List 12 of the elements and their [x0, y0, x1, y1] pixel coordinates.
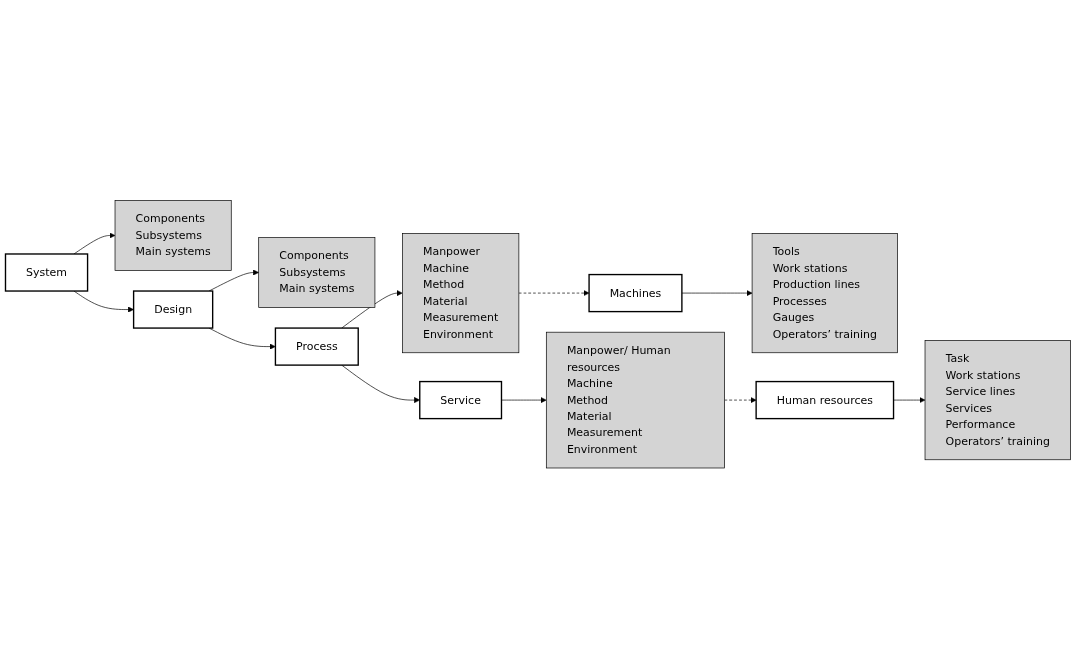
node-box: Manpower Machine Method Material Measurement Environment: [402, 232, 520, 353]
node-box: Manpower/ Human resources Machine Method Material Measurement Environment: [545, 331, 725, 469]
node-box: Human resources: [755, 380, 895, 420]
node-box: Components Subsystems Main systems: [114, 199, 232, 271]
node-box: Design: [132, 290, 214, 329]
node-box: Components Subsystems Main systems: [258, 236, 376, 308]
node-box: Tools Work stations Production lines Processes Gauges Operators’ training: [751, 232, 898, 353]
node-box: Task Work stations Service lines Services Performance Operators’ training: [924, 339, 1071, 460]
node-box: System: [4, 253, 89, 292]
node-box: Machines: [588, 273, 683, 313]
node-box: Service: [419, 380, 503, 420]
node-box: Process: [274, 327, 359, 366]
